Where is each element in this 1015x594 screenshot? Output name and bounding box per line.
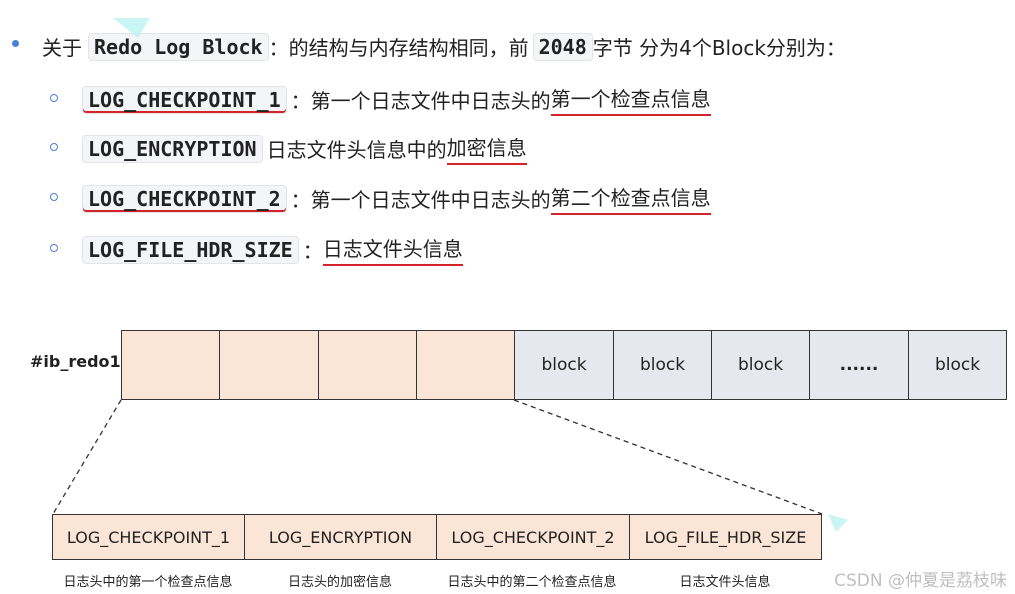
data-block: block	[908, 330, 1007, 400]
intro-code: Redo Log Block	[88, 32, 269, 61]
caption: 日志头中的第一个检查点信息	[63, 575, 233, 590]
zoom-block-checkpoint-2: LOG_CHECKPOINT_2	[436, 514, 630, 560]
item-code: LOG_CHECKPOINT_1	[82, 85, 287, 114]
intro-middle: ：的结构与内存结构相同，前	[268, 36, 529, 60]
bullet	[12, 40, 19, 47]
list-item: LOG_CHECKPOINT_1 ：第一个日志文件中日志头的 第一个检查点信息	[82, 83, 711, 116]
caption: 日志文件头信息	[679, 575, 771, 590]
item-highlight: 日志文件头信息	[322, 233, 463, 266]
zoom-block-checkpoint-1: LOG_CHECKPOINT_1	[52, 514, 245, 560]
header-block	[318, 330, 417, 400]
intro-suffix: 字节 分为4个Block分别为：	[592, 36, 846, 60]
sub-bullet	[50, 193, 58, 201]
caption: 日志头中的第二个检查点信息	[447, 575, 617, 590]
list-item: LOG_ENCRYPTION 日志文件头信息中的 加密信息	[82, 132, 527, 165]
sub-bullet	[50, 244, 58, 252]
header-block	[219, 330, 319, 400]
zoom-block-file-hdr-size: LOG_FILE_HDR_SIZE	[629, 514, 822, 560]
file-label: #ib_redo1	[30, 352, 121, 371]
watermark: CSDN @仲夏是荔枝味	[834, 571, 1007, 591]
item-highlight: 第一个检查点信息	[550, 83, 711, 116]
item-code: LOG_ENCRYPTION	[82, 134, 263, 163]
item-text: ：第一个日志文件中日志头的	[290, 89, 551, 113]
sub-bullet	[50, 143, 58, 151]
item-highlight: 第二个检查点信息	[550, 182, 711, 215]
header-block	[121, 330, 220, 400]
sub-bullet	[50, 94, 58, 102]
data-block: block	[613, 330, 712, 400]
list-item: LOG_CHECKPOINT_2 ：第一个日志文件中日志头的 第二个检查点信息	[82, 182, 711, 215]
intro-line: 关于 Redo Log Block ：的结构与内存结构相同，前 2048 字节 …	[42, 32, 846, 61]
intro-size: 2048	[532, 32, 593, 61]
data-block: block	[514, 330, 614, 400]
item-code: LOG_FILE_HDR_SIZE	[82, 235, 299, 264]
item-text: 日志文件头信息中的	[266, 138, 447, 162]
zoom-block-encryption: LOG_ENCRYPTION	[244, 514, 437, 560]
header-block	[416, 330, 515, 400]
item-code: LOG_CHECKPOINT_2	[82, 184, 287, 213]
item-highlight: 加密信息	[446, 132, 527, 165]
item-text: ：第一个日志文件中日志头的	[290, 188, 551, 212]
list-item: LOG_FILE_HDR_SIZE ： 日志文件头信息	[82, 233, 463, 266]
data-block: block	[711, 330, 810, 400]
caption: 日志头的加密信息	[287, 575, 392, 590]
intro-prefix: 关于	[42, 36, 82, 60]
item-text: ：	[302, 239, 323, 263]
